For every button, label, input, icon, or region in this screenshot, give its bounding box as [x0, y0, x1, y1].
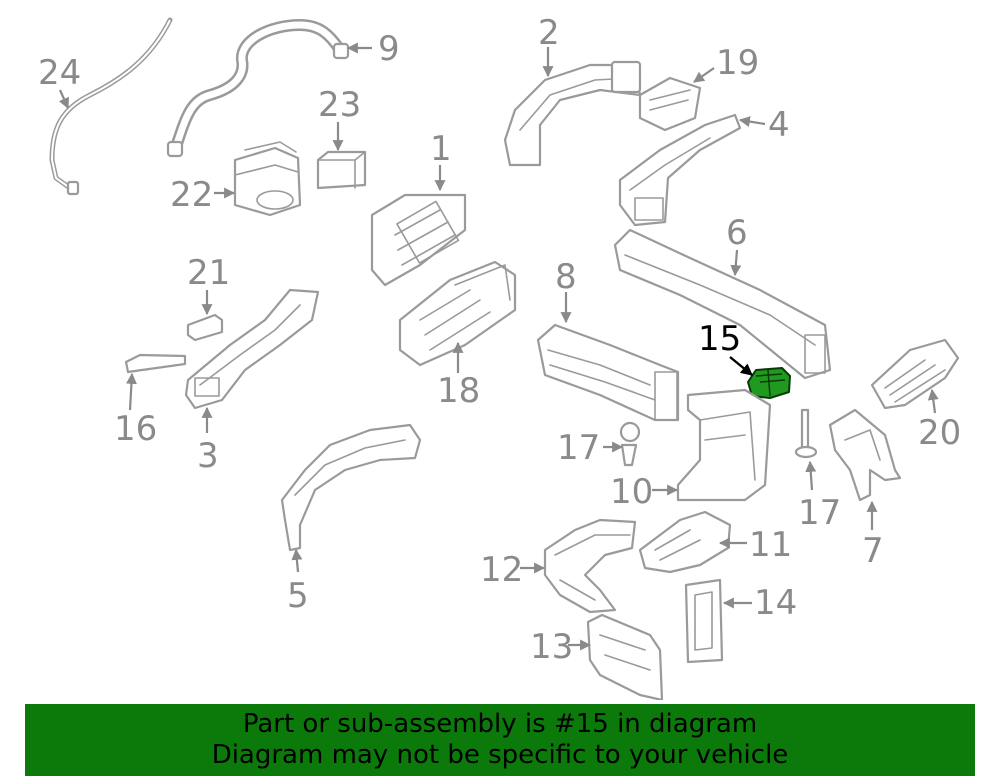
part-7-bracket [828, 408, 902, 502]
part-12-duct [543, 518, 637, 614]
part-5-duct [280, 423, 422, 552]
callout-9: 9 [378, 29, 400, 69]
notice-banner: Part or sub-assembly is #15 in diagram D… [25, 704, 975, 776]
part-20-vent [870, 338, 960, 410]
callout-20: 20 [918, 413, 961, 453]
callout-16: 16 [114, 409, 157, 449]
callout-5: 5 [287, 576, 309, 616]
part-11-bracket [638, 510, 732, 574]
callout-18: 18 [437, 371, 480, 411]
callout-7: 7 [862, 531, 884, 571]
part-15-sensor [747, 367, 791, 399]
part-13-bracket [586, 613, 664, 700]
callout-6: 6 [726, 213, 748, 253]
callout-8: 8 [555, 257, 577, 297]
callout-23: 23 [318, 85, 361, 125]
callout-24: 24 [38, 53, 81, 93]
callout-10: 10 [610, 472, 653, 512]
callout-2: 2 [538, 13, 560, 53]
part-9-hose [166, 18, 350, 158]
part-6-duct [613, 228, 832, 380]
callout-12: 12 [480, 550, 523, 590]
callout-14: 14 [754, 583, 797, 623]
banner-line-2: Diagram may not be specific to your vehi… [211, 740, 789, 770]
callout-3: 3 [197, 436, 219, 476]
leader-lines [58, 42, 939, 651]
part-19-connector [638, 76, 702, 132]
banner-line-1: Part or sub-assembly is #15 in diagram [242, 709, 758, 739]
callout-19: 19 [716, 43, 759, 83]
part-18-vent [398, 260, 517, 367]
part-16-bolt [124, 353, 187, 374]
part-22-bracket [233, 141, 302, 217]
part-17-fastener-left [619, 421, 641, 467]
part-10-housing [676, 388, 772, 502]
callout-21: 21 [187, 253, 230, 293]
callout-17-left: 17 [557, 428, 600, 468]
callout-13: 13 [530, 627, 573, 667]
callout-1: 1 [430, 129, 452, 169]
part-3-duct [184, 288, 320, 410]
part-2-duct [503, 60, 642, 167]
callout-15: 15 [698, 319, 741, 359]
part-24-hose [49, 17, 173, 196]
callout-17-right: 17 [798, 493, 841, 533]
part-21-clip [186, 313, 224, 342]
callout-4: 4 [768, 105, 790, 145]
part-17-fastener-right [794, 408, 818, 459]
part-14-panel [684, 578, 724, 664]
parts-diagram: 24 9 22 23 1 2 19 4 6 8 18 21 16 3 5 17 … [38, 13, 961, 700]
part-8-duct [536, 323, 680, 422]
part-4-duct [618, 113, 742, 227]
callout-22: 22 [170, 175, 213, 215]
part-23-module [316, 150, 367, 190]
callout-11: 11 [749, 525, 792, 565]
part-1-vent [370, 193, 467, 287]
